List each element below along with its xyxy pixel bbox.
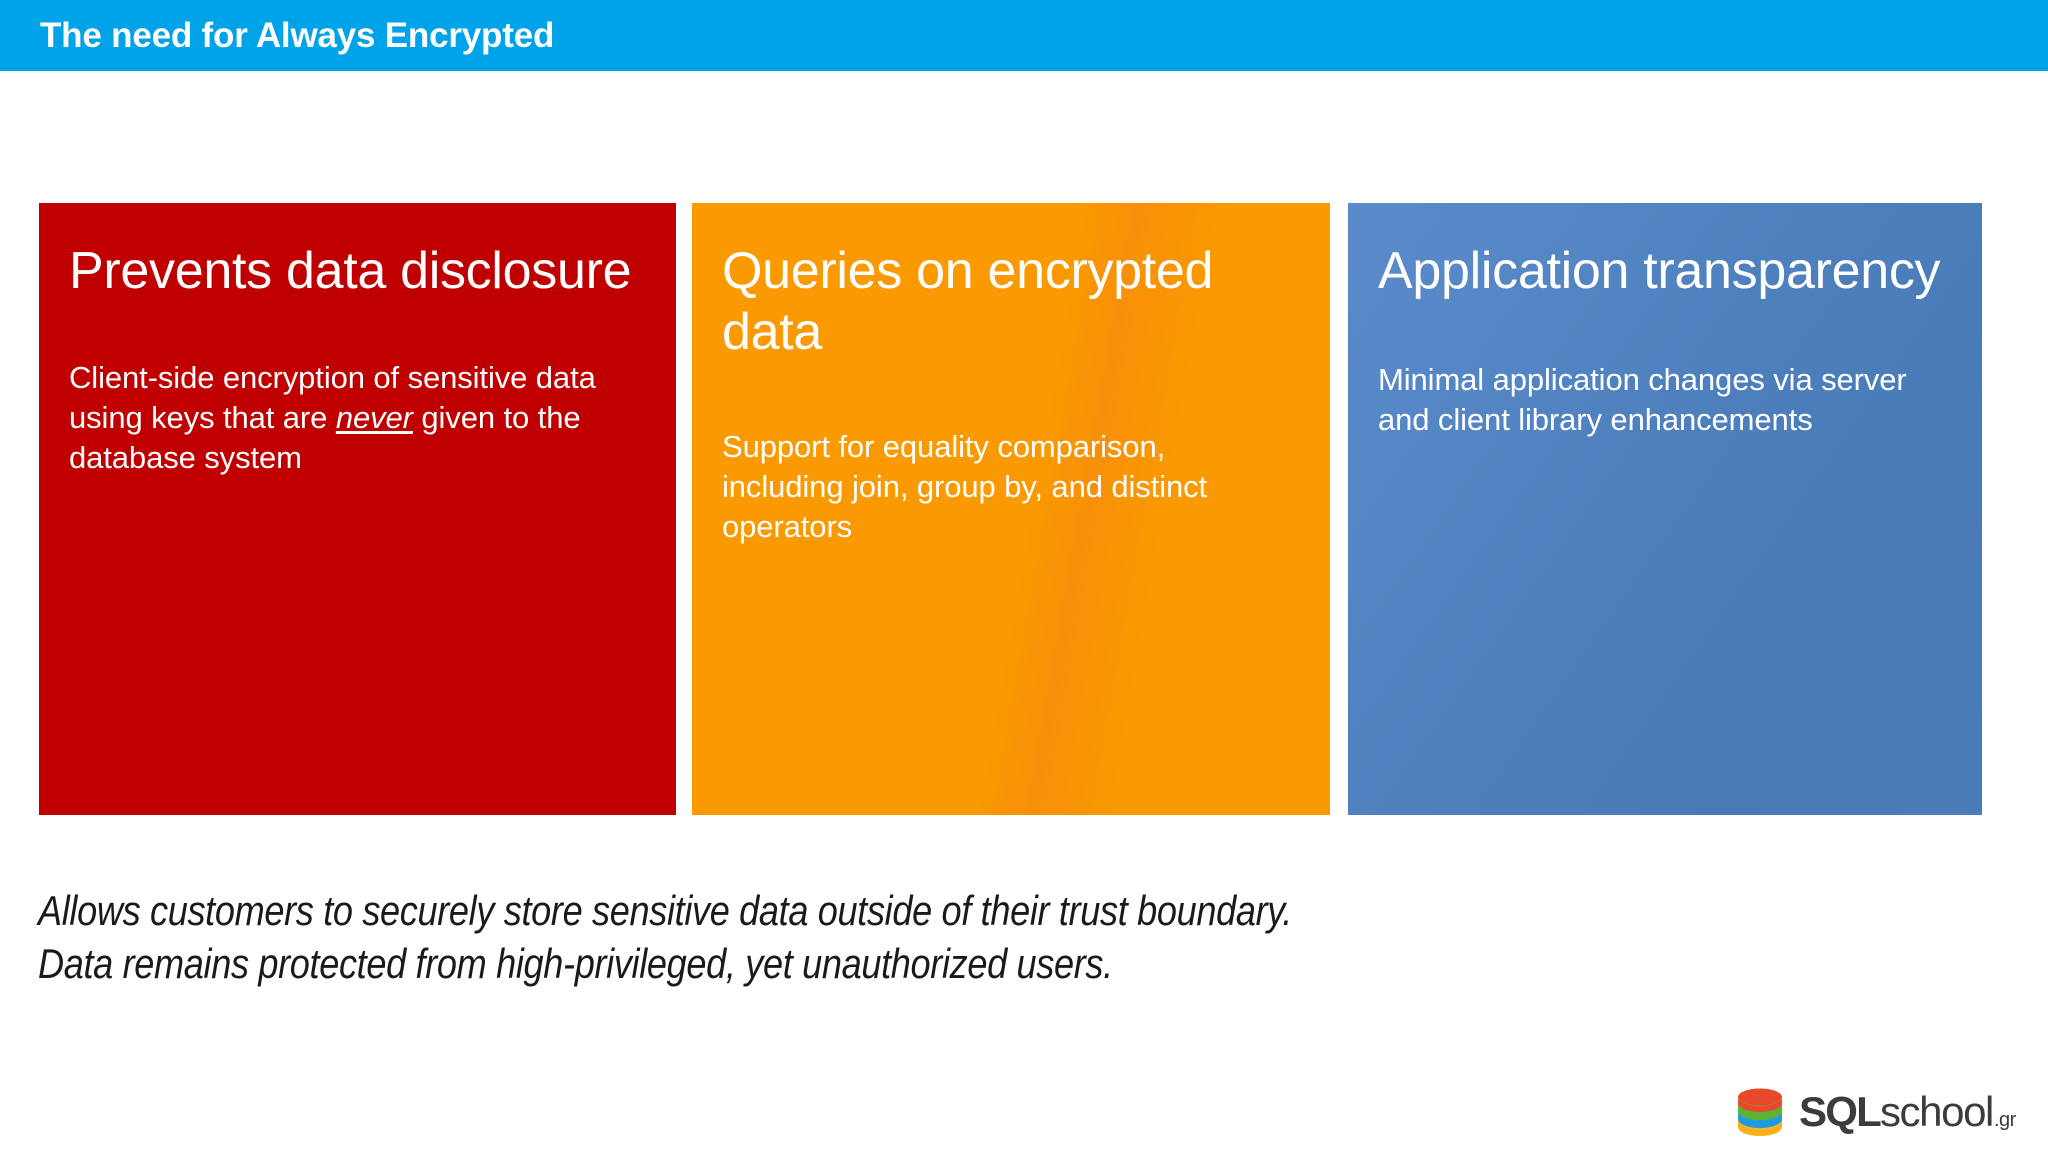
card-body: Minimal application changes via server a… <box>1378 360 1946 441</box>
slide-title-bar: The need for Always Encrypted <box>0 0 2048 71</box>
card-heading: Application transparency <box>1378 242 1941 300</box>
logo-text-school: school <box>1879 1088 1994 1135</box>
feature-card-prevents-data-disclosure[interactable]: Prevents data disclosure Client-side enc… <box>39 203 676 815</box>
card-body-text-before: Support for equality comparison, includi… <box>722 428 1208 545</box>
card-body: Client-side encryption of sensitive data… <box>69 358 640 479</box>
feature-card-queries-on-encrypted-data[interactable]: Queries on encrypted data Support for eq… <box>692 203 1330 815</box>
caption-line-1: Allows customers to securely store sensi… <box>38 887 1292 934</box>
slide-caption: Allows customers to securely store sensi… <box>38 885 1938 991</box>
card-body-text-before: Client-side encryption of sensitive data… <box>69 359 596 436</box>
card-body-emphasis: never <box>335 400 413 436</box>
card-body-text-before: Minimal application changes via server a… <box>1378 361 1907 438</box>
card-body: Support for equality comparison, includi… <box>722 427 1294 548</box>
feature-cards-row: Prevents data disclosure Client-side enc… <box>0 203 2048 815</box>
logo-text-tld: .gr <box>1993 1109 2016 1131</box>
database-stack-icon <box>1738 1088 1782 1136</box>
feature-card-application-transparency[interactable]: Application transparency Minimal applica… <box>1348 203 1982 815</box>
caption-line-2: Data remains protected from high-privile… <box>38 939 1113 987</box>
card-heading: Prevents data disclosure <box>69 242 632 300</box>
page-title: The need for Always Encrypted <box>40 15 555 55</box>
card-body-text-after: given to the database system <box>69 400 581 476</box>
logo-text-sql: SQL <box>1799 1088 1882 1135</box>
card-heading: Queries on encrypted data <box>722 242 1214 361</box>
